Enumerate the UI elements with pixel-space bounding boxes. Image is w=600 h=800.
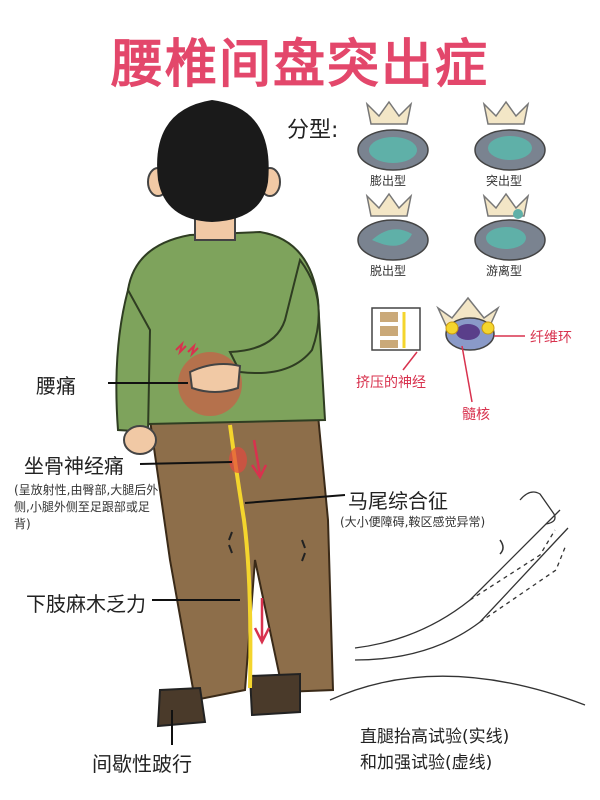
pants (148, 413, 335, 702)
annulus-label: 纤维环 (530, 330, 572, 346)
type-label-sequestration: 游离型 (486, 264, 523, 278)
right-shoe (248, 672, 301, 717)
disc-type-protrusion (474, 100, 546, 171)
spine-side-view (371, 307, 421, 351)
test-caption-line1: 直腿抬高试验(实线) (360, 727, 510, 747)
cauda-equina-note: (大小便障碍,鞍区感觉异常) (340, 515, 486, 529)
cauda-equina-label: 马尾综合征 (348, 489, 448, 513)
page-title: 腰椎间盘突出症 (110, 34, 489, 95)
straight-leg-raise-sketch (329, 491, 586, 706)
vertebra-cross-section (436, 296, 500, 351)
left-arm (115, 287, 152, 434)
leader-compressed-nerve (402, 351, 418, 371)
claudication-label: 间歇性跛行 (92, 752, 192, 776)
leader-cauda (244, 494, 346, 504)
disc-type-bulging (357, 100, 429, 171)
type-label-bulging: 膨出型 (370, 174, 407, 188)
sciatica-label: 坐骨神经痛 (24, 454, 124, 478)
right-hand (188, 363, 242, 393)
left-shoe (156, 686, 207, 728)
type-label-protrusion: 突出型 (486, 174, 523, 188)
compressed-nerve-label: 挤压的神经 (356, 375, 426, 391)
hip-pain-spot (229, 447, 247, 473)
disc-type-extrusion (357, 192, 429, 261)
numbness-label: 下肢麻木乏力 (26, 592, 146, 616)
hair (157, 100, 269, 222)
pain-arrow-lower-icon (253, 598, 271, 645)
leader-nucleus (461, 345, 473, 403)
nucleus-label: 髓核 (462, 407, 490, 423)
sciatica-note: (呈放射性,由臀部,大腿后外侧,小腿外侧至足跟部或足背) (14, 483, 159, 531)
left-hand (123, 425, 157, 455)
pain-zigzag-icon (175, 340, 199, 358)
low-back-pain-label: 腰痛 (36, 374, 76, 398)
type-label-extrusion: 脱出型 (370, 264, 407, 278)
types-heading: 分型: (287, 118, 339, 143)
leader-sciatica (139, 461, 233, 465)
test-caption-line2: 和加强试验(虚线) (360, 753, 493, 773)
disc-type-sequestration (474, 192, 546, 261)
pain-arrow-upper-icon (250, 439, 268, 480)
numbness-marks (228, 531, 306, 562)
right-arm (228, 257, 320, 375)
